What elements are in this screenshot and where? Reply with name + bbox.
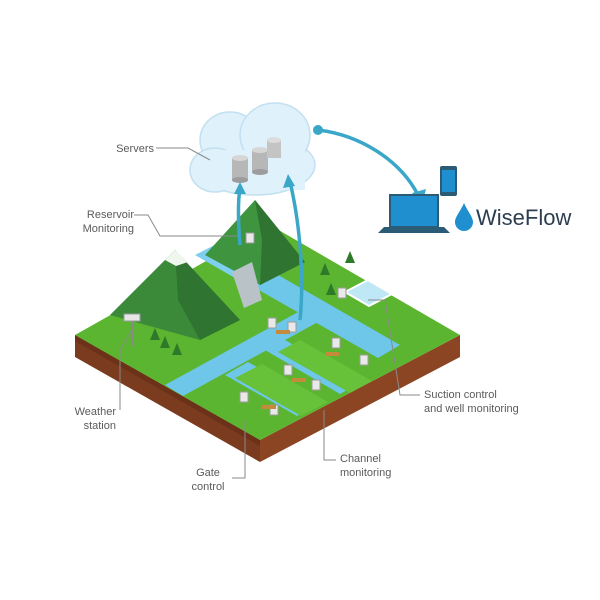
field-strip-2 [278,340,372,393]
mountain-left-shade [175,250,240,340]
arrow-ground-to-cloud-1 [236,187,242,246]
reservoir-monitoring-label: Reservoir Monitoring [82,209,134,235]
gate-control-label: Gate control [191,467,225,493]
server-stack-icon [232,137,281,183]
brand-name: WiseFlow [476,205,572,230]
arrow-cloud-to-devices [317,128,420,196]
arrow-head-1 [234,182,246,194]
dam [232,262,262,308]
mountain-left-snow [165,250,188,266]
weather-station-label: Weather station [74,406,116,432]
leader-lines [119,147,420,479]
phone-icon [440,166,457,196]
weather-station [123,313,141,346]
soil-left-top-strip [75,335,260,446]
mountain-right-shade [255,200,305,285]
field-strip-1 [235,364,328,416]
soil-right-side [260,335,460,462]
channel-monitoring-label: Channel monitoring [340,453,392,479]
laptop-icon [378,194,450,233]
arrow-ground-to-cloud-2 [288,181,304,321]
arrow-head-2 [283,174,295,188]
trees [150,251,355,355]
water-drop-icon [455,203,473,231]
servers-label: Servers [116,143,154,155]
gate-devices [239,232,369,416]
suction-control-label: Suction control and well monitoring [424,389,519,415]
gate-boards [262,330,339,409]
